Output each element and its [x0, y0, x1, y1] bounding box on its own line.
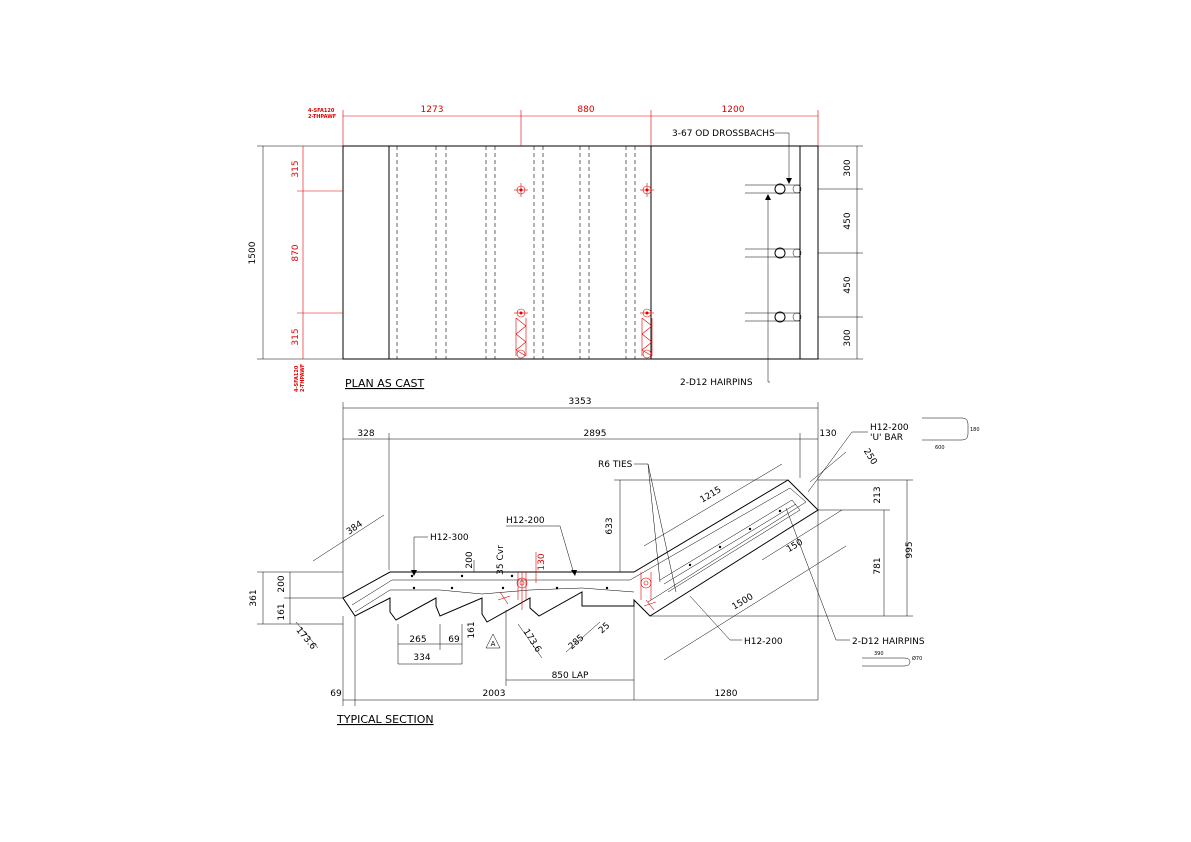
plan-title: PLAN AS CAST [345, 377, 424, 390]
plan-note-top-2: 2-THPAWF [308, 114, 336, 120]
section-dim-161: 161 [277, 603, 287, 620]
rebar-top [351, 487, 807, 606]
section-dim-995: 995 [905, 541, 915, 558]
section-view: 3353 328 2895 130 H12-200 'U' BAR 180 60… [249, 397, 980, 726]
section-dim-161-b: 161 [467, 621, 477, 638]
ubar-detail-600: 600 [935, 445, 945, 451]
section-dim-25: 25 [597, 621, 612, 636]
section-dim-130-red: 130 [537, 553, 547, 570]
label-h12-200-top: H12-200 [506, 516, 545, 526]
plan-dim-315-top: 315 [291, 160, 301, 177]
section-dim-781: 781 [873, 557, 883, 574]
stair-outline [342, 479, 819, 623]
rebar-dots [410, 509, 782, 590]
plan-note-bottom-1: 4-SFA120 [294, 365, 300, 392]
section-dim-130: 130 [819, 429, 836, 439]
plan-note-top-1: 4-SFA120 [308, 108, 335, 114]
label-h12-300: H12-300 [430, 533, 469, 543]
section-dim-213: 213 [873, 486, 883, 503]
section-dim-1500: 1500 [731, 592, 756, 613]
plan-dim-1500: 1500 [248, 241, 258, 264]
plan-note-bottom-2: 2-THPAWF [300, 364, 306, 392]
section-dim-69: 69 [448, 635, 460, 645]
ubar-detail-180: 180 [970, 427, 980, 433]
section-dim-850-lap: 850 LAP [552, 671, 589, 681]
plan-dim-1200: 1200 [722, 105, 745, 115]
label-35-cover: 35 Cvr [496, 545, 506, 575]
section-dim-200-left: 200 [277, 575, 287, 592]
hairpin-detail-390: 390 [874, 651, 884, 657]
plan-dim-300-top: 300 [843, 159, 853, 176]
label-r6-ties: R6 TIES [598, 460, 633, 470]
label-ubar-2: 'U' BAR [870, 433, 903, 443]
section-anchors [497, 572, 657, 611]
section-dim-334: 334 [413, 653, 430, 663]
ubar-detail [922, 417, 969, 441]
section-dim-150: 150 [785, 537, 805, 555]
section-dim-384: 384 [345, 519, 365, 537]
label-h12-200-bottom: H12-200 [744, 637, 783, 647]
plan-dim-880: 880 [577, 105, 594, 115]
drossbach-ducts [745, 183, 802, 323]
label-drossbachs: 3-67 OD DROSSBACHS [672, 129, 775, 139]
section-dim-633: 633 [605, 517, 615, 534]
section-dim-173-6-b: 173.6 [521, 627, 543, 654]
section-dim-2003: 2003 [483, 689, 506, 699]
section-dim-265: 265 [409, 635, 426, 645]
plan-outline [342, 145, 819, 360]
plan-dashed-treads [396, 146, 636, 359]
label-plan-hairpins: 2-D12 HAIRPINS [680, 378, 753, 388]
section-title: TYPICAL SECTION [336, 713, 434, 726]
lifting-anchors [514, 183, 654, 359]
label-section-hairpins: 2-D12 HAIRPINS [852, 637, 925, 647]
rebar-bottom [354, 587, 635, 613]
section-dim-285: 285 [567, 633, 586, 652]
plan-dim-450-a: 450 [843, 212, 853, 229]
section-dim-361: 361 [249, 589, 259, 606]
section-dim-173-6-left: 173.6 [293, 626, 317, 652]
plan-view: 1273 880 1200 1500 315 870 315 300 450 4… [248, 105, 863, 392]
hairpin-detail-dia: Ø70 [912, 655, 922, 662]
label-ubar-1: H12-200 [870, 423, 909, 433]
section-dim-3353: 3353 [569, 397, 592, 407]
section-dim-328: 328 [357, 429, 374, 439]
section-dim-2895: 2895 [584, 429, 607, 439]
section-dim-69-bottom: 69 [330, 689, 342, 699]
plan-dim-300-bottom: 300 [843, 329, 853, 346]
section-dim-200: 200 [465, 551, 475, 568]
section-dim-1215: 1215 [699, 485, 724, 505]
section-mark-triangle [485, 633, 501, 649]
plan-dim-870: 870 [291, 244, 301, 261]
section-dim-250: 250 [861, 447, 879, 467]
hairpin-detail [862, 657, 911, 667]
plan-dim-450-b: 450 [843, 276, 853, 293]
section-dim-1280: 1280 [715, 689, 738, 699]
plan-dim-1273: 1273 [421, 105, 444, 115]
section-mark-a: A [491, 640, 496, 648]
plan-dim-315-bottom: 315 [291, 328, 301, 345]
plan-top-dims [342, 110, 819, 146]
